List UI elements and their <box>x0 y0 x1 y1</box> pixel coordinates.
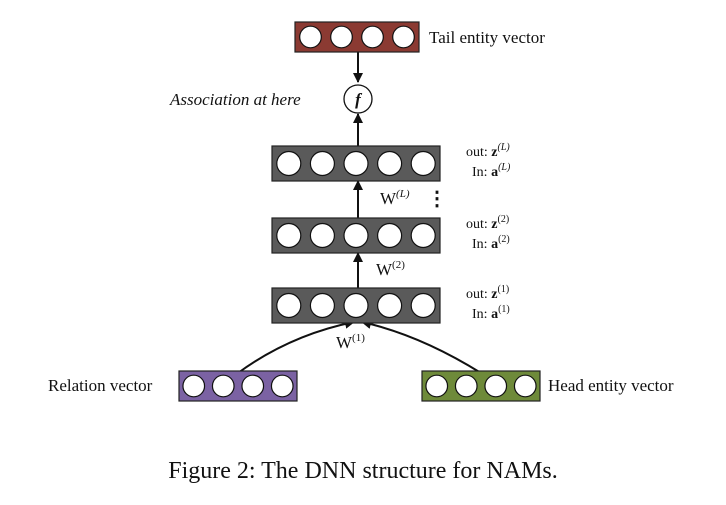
hidden-neuron-unit <box>343 292 369 319</box>
layer-1-out-label: out: z(1) <box>466 284 509 302</box>
weight-2-label: W(2) <box>376 259 405 279</box>
hidden-neuron-unit <box>377 222 403 249</box>
function-f-symbol: f <box>355 90 363 109</box>
layer-L-out-label: out: z(L) <box>466 142 510 160</box>
head-vector-label: Head entity vector <box>548 376 674 395</box>
hidden-layer-1 <box>271 287 441 324</box>
hidden-neuron-unit <box>309 222 335 249</box>
relation-neuron-unit <box>241 374 265 398</box>
hidden-neuron-unit <box>377 150 403 177</box>
layer-1-in-label: In: a(1) <box>472 304 510 322</box>
relation-to-layer1-arrow <box>237 318 355 374</box>
tail-vector-label: Tail entity vector <box>429 28 545 47</box>
relation-neuron-unit <box>270 374 294 398</box>
tail-neuron-unit <box>361 25 384 49</box>
head-to-layer1-arrow <box>361 319 482 374</box>
relation-neuron-unit <box>182 374 206 398</box>
head-neuron-unit <box>484 374 508 398</box>
association-label: Association at here <box>169 90 301 109</box>
weight-1-label: W(1) <box>336 332 365 352</box>
hidden-neuron-unit <box>410 222 436 249</box>
hidden-neuron-unit <box>343 150 369 177</box>
hidden-neuron-unit <box>343 222 369 249</box>
tail-neuron-unit <box>299 25 322 49</box>
hidden-neuron-unit <box>276 292 302 319</box>
layer-2-out-label: out: z(2) <box>466 214 509 232</box>
hidden-neuron-unit <box>309 150 335 177</box>
hidden-neuron-unit <box>276 150 302 177</box>
weight-L-label: W(L) <box>380 188 410 208</box>
layers-ellipsis: ⋮ <box>427 188 447 210</box>
relation-vector <box>178 370 298 402</box>
hidden-neuron-unit <box>309 292 335 319</box>
hidden-neuron-unit <box>410 150 436 177</box>
relation-vector-label: Relation vector <box>48 376 153 395</box>
hidden-layer-L <box>271 145 441 182</box>
hidden-neuron-unit <box>377 292 403 319</box>
head-entity-vector <box>421 370 541 402</box>
layer-L-in-label: In: a(L) <box>472 162 511 180</box>
figure-caption: Figure 2: The DNN structure for NAMs. <box>168 458 558 484</box>
relation-neuron-unit <box>211 374 235 398</box>
hidden-neuron-unit <box>410 292 436 319</box>
hidden-layer-2 <box>271 217 441 254</box>
association-function-node <box>343 84 373 114</box>
layer-2-in-label: In: a(2) <box>472 234 510 252</box>
head-neuron-unit <box>425 374 449 398</box>
head-neuron-unit <box>454 374 478 398</box>
head-neuron-unit <box>513 374 537 398</box>
tail-entity-vector <box>294 21 420 53</box>
tail-neuron-unit <box>330 25 353 49</box>
tail-neuron-unit <box>392 25 415 49</box>
hidden-neuron-unit <box>276 222 302 249</box>
